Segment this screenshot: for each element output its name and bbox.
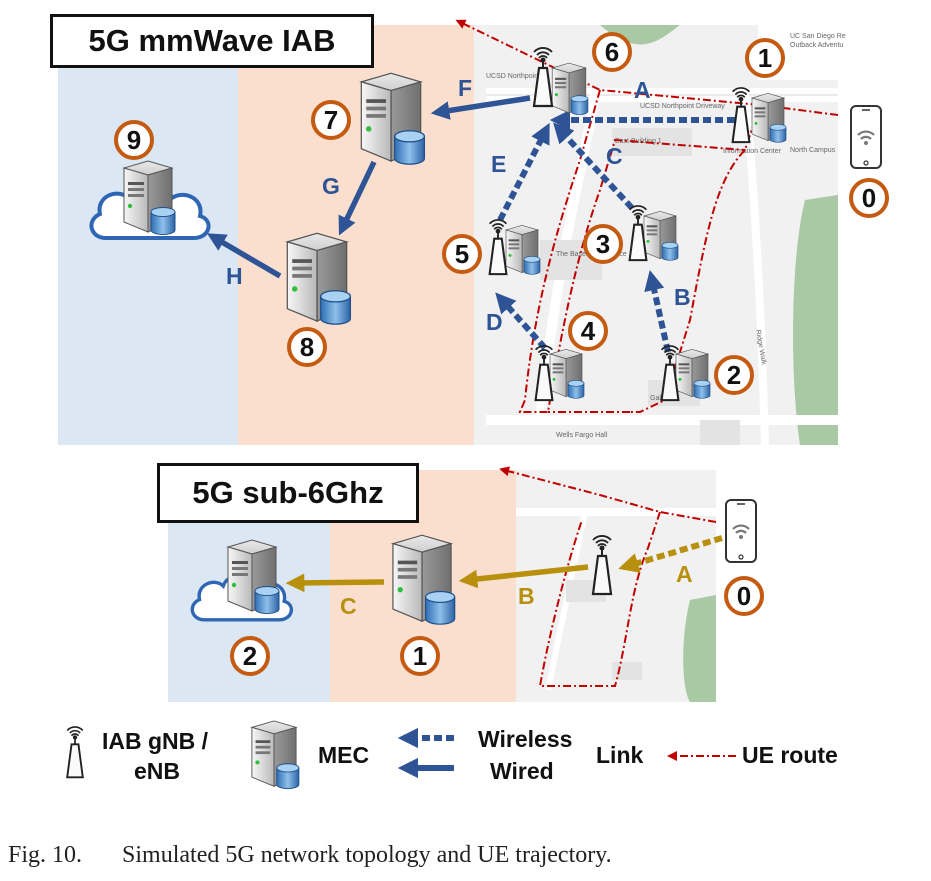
ue-phone-bottom [724,498,758,564]
link-label-h: H [226,263,243,289]
ue-phone-top [849,104,883,170]
legend-gnb-icon [66,725,84,779]
map-label: Information Center [723,148,782,155]
figure-caption: Fig. 10. Simulated 5G network topology an… [8,842,612,869]
node-badge-0: 0 [849,178,889,218]
legend-wired-label: Wired [490,758,554,784]
node-badge-sub6-2: 2 [230,636,270,676]
link-label-c-sub6: C [340,593,357,619]
link-label-f: F [458,75,472,101]
mec-node-sub6-1 [392,534,456,625]
link-label-g: G [322,173,340,199]
mec-node-7 [360,72,426,165]
link-c-sub6 [285,573,385,593]
iab-node-4 [534,344,585,402]
svg-text:9: 9 [127,125,141,155]
svg-text:5: 5 [455,239,469,269]
node-badge-2: 2 [714,355,754,395]
svg-text:3: 3 [596,229,610,259]
mec-region [238,25,474,445]
iab-node-5 [488,218,541,276]
node-badge-6: 6 [592,32,632,72]
legend-iab-label-1: IAB gNB / [102,728,209,754]
link-b-sub6 [458,564,589,589]
map-label: East Building 1 [615,138,662,145]
link-e [497,122,550,222]
link-label-a: A [634,77,651,103]
node-badge-sub6-0: 0 [724,576,764,616]
map-label: Outback Adventu [790,42,843,49]
links-sub6 [285,535,723,593]
iab-node-2 [660,344,711,402]
link-label-a-sub6: A [676,561,693,587]
svg-text:2: 2 [243,641,257,671]
link-b [644,270,671,353]
node-badge-3: 3 [583,224,623,264]
svg-text:1: 1 [413,641,427,671]
wired-links-top [206,95,531,279]
link-label-e: E [491,151,506,177]
map-label: Wells Fargo Hall [556,432,608,439]
sub6-title: 5G sub-6Ghz [157,463,419,523]
link-label-c: C [606,143,623,169]
node-badge-7: 7 [311,100,351,140]
campus-map-top: UC San Diego Re Outback Adventu UCSD Nor… [486,25,846,446]
caption-text: Simulated 5G network topology and UE tra… [122,842,612,868]
link-d [495,292,548,351]
link-a-sub6 [618,535,723,573]
map-label: UC San Diego Re [790,33,846,40]
link-c [553,122,635,211]
svg-text:0: 0 [737,581,751,611]
node-badge-9: 9 [114,120,154,160]
legend-mec-icon [251,720,300,790]
link-label-b: B [674,284,691,310]
mmwave-title: 5G mmWave IAB [50,14,374,68]
map-label: UCSD Northpoint Driveway [640,103,725,110]
legend-link-label: Link [596,742,644,768]
mec-node-8 [286,232,352,325]
node-badge-8: 8 [287,327,327,367]
iab-node-1 [731,86,787,144]
legend-wireless-label: Wireless [478,726,573,752]
link-label-d: D [486,309,503,335]
node-badge-5: 5 [442,234,482,274]
map-label: UCSD Northpoint [486,73,540,80]
legend-iab-label-2: eNB [134,758,181,784]
svg-text:4: 4 [581,316,596,346]
legend-route-label: UE route [742,742,838,768]
legend-mec-label: MEC [318,742,370,768]
node-badge-sub6-1: 1 [400,636,440,676]
link-g [338,160,377,236]
link-h [206,233,282,279]
link-f [430,95,531,120]
map-label: North Campus [790,147,836,154]
wireless-links-top [495,109,735,353]
node-badge-4: 4 [568,311,608,351]
svg-text:7: 7 [324,105,338,135]
svg-text:8: 8 [300,332,314,362]
svg-text:1: 1 [758,43,772,73]
svg-text:0: 0 [862,183,876,213]
caption-label: Fig. 10. [8,842,83,868]
link-label-b-sub6: B [518,583,535,609]
node-badge-1: 1 [745,38,785,78]
svg-text:2: 2 [727,360,741,390]
svg-text:6: 6 [605,37,619,67]
